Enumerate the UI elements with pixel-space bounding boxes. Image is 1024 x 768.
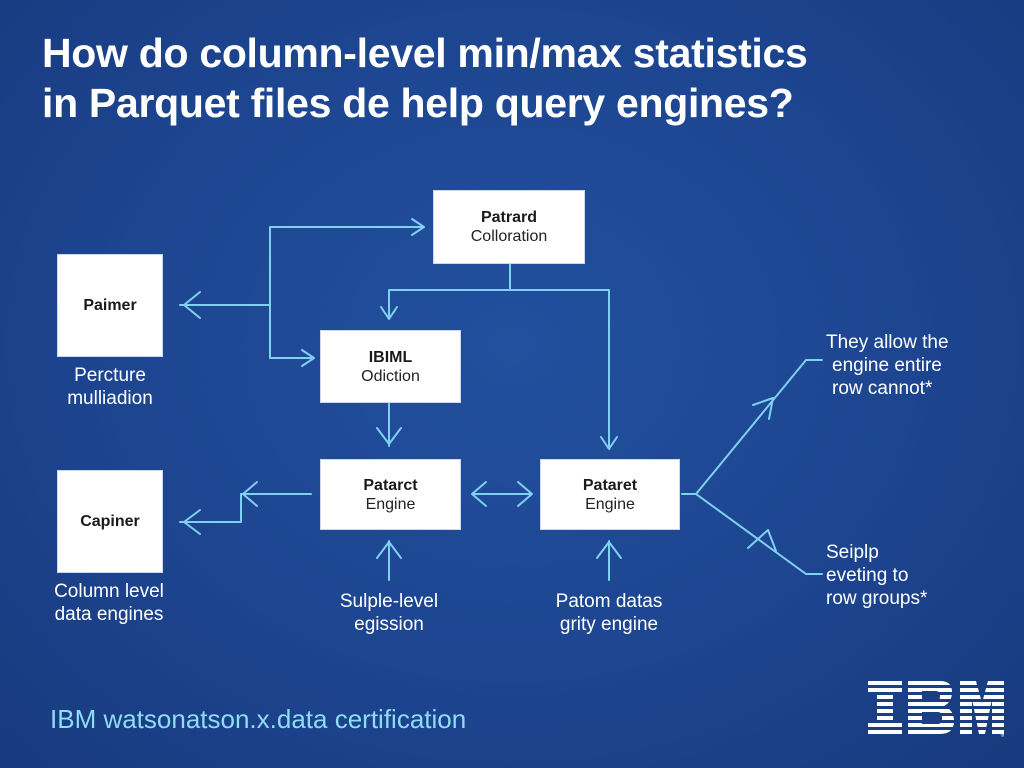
arrowhead-up-into-patarct: [376, 541, 402, 559]
side-note-upper-line-2: engine entire: [832, 355, 942, 376]
caption-paimer-line-1: Percture: [74, 365, 146, 386]
arrowhead-into-capiner: [183, 509, 201, 535]
box-patrard-title: Patrard: [480, 209, 538, 226]
box-paimer: Paimer: [57, 254, 163, 357]
caption-patarct-line-2: egission: [354, 614, 424, 635]
box-patarct-engine: Patarct Engine: [320, 459, 461, 530]
ibm-logo-registered-mark: ®: [1000, 732, 1004, 737]
side-note-upper-line-3: row cannot*: [832, 378, 933, 399]
arrowhead-into-patrard: [411, 218, 425, 236]
side-note-lower-line-2: eveting to: [826, 565, 909, 586]
caption-paimer-line-2: mulliadion: [67, 388, 153, 409]
connector-patrard-to-ibiml: [388, 289, 511, 317]
box-patrard-subtitle: Colloration: [470, 228, 548, 245]
side-note-lower: Seiplp eveting to row groups*: [826, 541, 927, 610]
box-paimer-title: Paimer: [83, 297, 137, 314]
connector-patarct-to-capiner: [179, 493, 312, 523]
box-ibiml-odiction: IBIML Odiction: [320, 330, 461, 403]
box-patarct-title: Patarct: [363, 476, 418, 494]
caption-capiner-line-2: data engines: [54, 604, 164, 625]
arrowhead-into-paimer: [183, 291, 201, 319]
box-patrard-colloration: Patrard Colloration: [433, 190, 585, 264]
box-patarct-subtitle: Engine: [365, 495, 416, 513]
arrowhead-into-ibiml-top: [380, 306, 398, 320]
connector-branch-upper: [695, 359, 823, 495]
box-pataret-subtitle: Engine: [585, 495, 635, 513]
arrowhead-engine-left: [471, 481, 487, 507]
box-ibiml-subtitle: Odiction: [361, 367, 420, 385]
footer-certification-text: IBM watsonatson.x.data certification: [50, 704, 467, 734]
arrowhead-left-near-patarct: [242, 481, 258, 507]
caption-paimer: Percture mulliadion: [40, 364, 180, 410]
box-pataret-engine: Pataret Engine: [540, 459, 680, 530]
box-ibiml-title: IBIML: [368, 348, 413, 366]
caption-pataret: Patom datas grity engine: [534, 590, 684, 636]
box-capiner: Capiner: [57, 470, 163, 573]
caption-pataret-line-2: grity engine: [559, 614, 659, 635]
caption-patarct-line-1: Sulple-level: [339, 591, 439, 612]
connector-patrard-to-pataret: [509, 289, 610, 447]
side-note-upper-line-1: They allow the: [826, 332, 949, 353]
box-pataret-title: Pataret: [582, 476, 638, 494]
arrowhead-up-into-pataret: [596, 541, 622, 559]
box-capiner-title: Capiner: [80, 513, 140, 530]
title-line-1: How do column-level min/max statistics: [42, 30, 808, 76]
side-note-upper: They allow the engine entire row cannot*: [826, 331, 949, 400]
side-note-lower-line-3: row groups*: [826, 588, 928, 609]
arrowhead-into-pataret-top: [600, 436, 618, 450]
connector-branch-lower: [695, 493, 823, 575]
arrowhead-into-patarct-top: [376, 427, 402, 445]
caption-pataret-line-1: Patom datas: [555, 591, 663, 612]
arrowhead-branch-lower: [747, 529, 777, 552]
side-note-lower-line-1: Seiplp: [826, 542, 879, 563]
arrowhead-into-ibiml: [301, 349, 315, 367]
caption-capiner-line-1: Column level: [54, 581, 164, 602]
page-title: How do column-level min/max statistics i…: [42, 28, 1002, 128]
caption-capiner: Column level data engines: [36, 580, 182, 626]
arrowhead-engine-right: [517, 481, 533, 507]
title-line-2: in Parquet files de help query engines?: [42, 80, 794, 126]
arrowhead-branch-upper: [752, 397, 774, 420]
caption-patarct: Sulple-level egission: [314, 590, 464, 636]
ibm-logo: ®: [868, 681, 1004, 737]
